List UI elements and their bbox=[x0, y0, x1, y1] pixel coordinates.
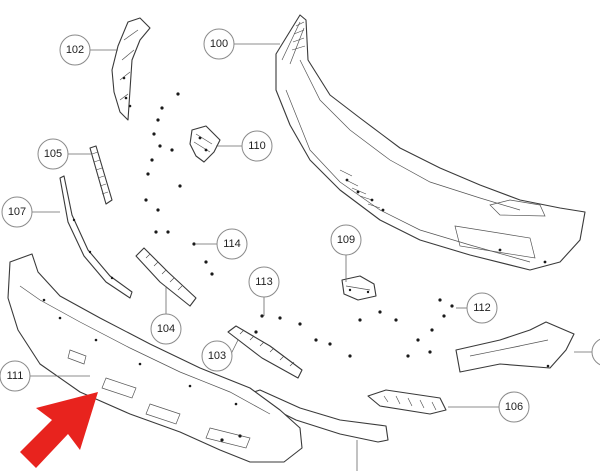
part-109-bracket[interactable] bbox=[341, 275, 377, 301]
leader-lines bbox=[30, 43, 592, 471]
callout-102[interactable]: 102 bbox=[59, 34, 91, 66]
callout-103[interactable]: 103 bbox=[201, 340, 233, 372]
callout-label: 107 bbox=[8, 206, 26, 218]
callout-110[interactable]: 110 bbox=[241, 130, 273, 162]
callout-106[interactable]: 106 bbox=[498, 391, 530, 423]
part-102-upper-bracket[interactable] bbox=[111, 17, 151, 121]
part-106-bezel[interactable] bbox=[367, 389, 447, 415]
callout-label: 102 bbox=[66, 44, 84, 56]
callout-label: 106 bbox=[505, 401, 523, 413]
callout-112[interactable]: 112 bbox=[466, 292, 498, 324]
callout-105[interactable]: 105 bbox=[37, 138, 69, 170]
callout-label: 100 bbox=[210, 38, 228, 50]
callout-label: 111 bbox=[7, 370, 24, 382]
highlight-arrow bbox=[20, 392, 98, 468]
callout-label: 113 bbox=[255, 276, 273, 288]
part-right-end-cap[interactable] bbox=[455, 321, 575, 373]
callout-label: 104 bbox=[157, 323, 175, 335]
callout-label: 103 bbox=[208, 350, 226, 362]
callout-111[interactable]: 111 bbox=[0, 360, 31, 392]
callout-label: 109 bbox=[337, 234, 355, 246]
callout-label: 114 bbox=[223, 238, 241, 250]
callout-107[interactable]: 107 bbox=[1, 196, 33, 228]
callout-104[interactable]: 104 bbox=[150, 313, 182, 345]
callout-109[interactable]: 109 bbox=[330, 224, 362, 256]
callout-100[interactable]: 100 bbox=[203, 28, 235, 60]
callout-label: 112 bbox=[473, 302, 491, 314]
callout-113[interactable]: 113 bbox=[248, 266, 280, 298]
part-111-skid-plate[interactable] bbox=[7, 253, 303, 463]
part-110-bracket[interactable] bbox=[189, 125, 221, 163]
part-100-bumper-cover[interactable] bbox=[275, 14, 586, 271]
part-104-lower-bracket[interactable] bbox=[135, 247, 197, 307]
callout-114[interactable]: 114 bbox=[216, 228, 248, 260]
fastener-clips bbox=[144, 92, 454, 442]
callout-label: 110 bbox=[248, 140, 266, 152]
callout-label: 105 bbox=[44, 148, 62, 160]
callout-edge-right bbox=[591, 338, 600, 366]
part-107-trim-strip[interactable] bbox=[59, 175, 133, 299]
part-103-grille-insert[interactable] bbox=[227, 325, 303, 379]
part-105-grille-strip[interactable] bbox=[89, 145, 113, 205]
